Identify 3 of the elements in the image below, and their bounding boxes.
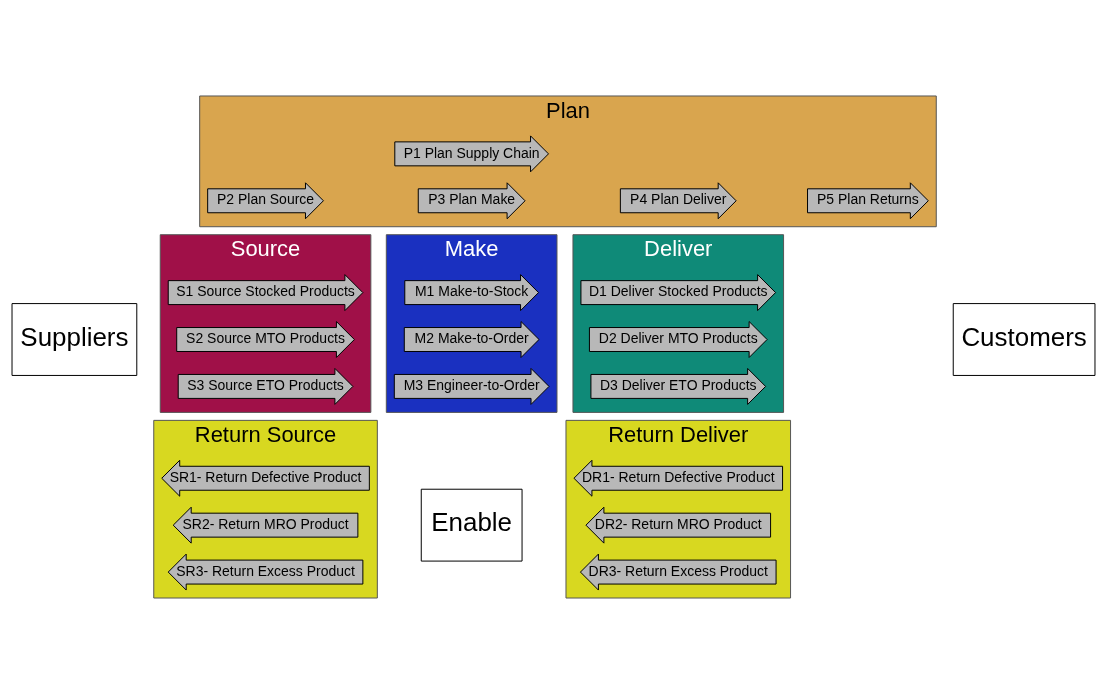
node-box: Customers — [952, 303, 1096, 376]
node-box: Enable — [420, 488, 523, 562]
node-box: Suppliers — [11, 303, 138, 376]
